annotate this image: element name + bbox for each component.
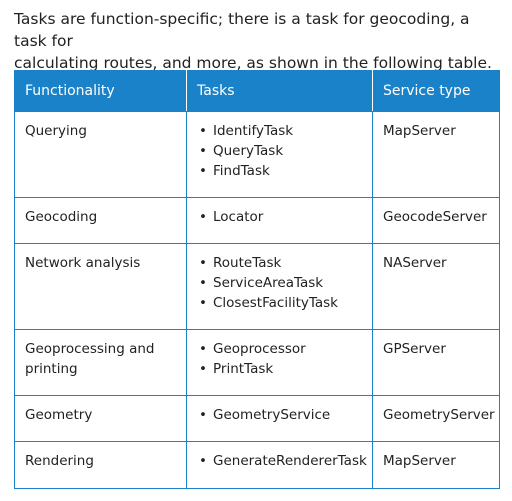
task-list: • IdentifyTask • QueryTask • FindTask (197, 121, 362, 181)
header-tasks: Tasks (186, 70, 373, 112)
task-item: • ServiceAreaTask (197, 273, 362, 293)
service-type-cell: GeometryServer (372, 395, 500, 442)
task-name: ServiceAreaTask (213, 275, 324, 291)
bullet-icon: • (199, 163, 207, 179)
task-list: • RouteTask • ServiceAreaTask • ClosestFaci… (197, 253, 362, 313)
tasks-cell: • Geoprocessor • PrintTask (186, 329, 373, 396)
intro-paragraph: Tasks are function-specific; there is a … (14, 8, 504, 74)
tasks-cell: • IdentifyTask • QueryTask • FindTask (186, 111, 373, 198)
service-type-cell: NAServer (372, 243, 500, 330)
table-row: Geometry • GeometryService GeometryServer (14, 395, 500, 442)
bullet-icon: • (199, 275, 207, 291)
table-row: Geocoding • Locator GeocodeServer (14, 197, 500, 244)
task-name: QueryTask (213, 143, 284, 159)
table-header-row: Functionality Tasks Service type (14, 70, 500, 112)
task-name: IdentifyTask (213, 123, 294, 139)
bullet-icon: • (199, 407, 207, 423)
functionality-cell: Network analysis (14, 243, 187, 330)
functionality-cell: Geocoding (14, 197, 187, 244)
task-name: RouteTask (213, 255, 282, 271)
task-item: • GeometryService (197, 405, 362, 425)
bullet-icon: • (199, 453, 207, 469)
task-list: • GeometryService (197, 405, 362, 425)
task-name: GeometryService (213, 407, 331, 423)
intro-line-1: Tasks are function-specific; there is a … (14, 10, 470, 50)
task-item: • IdentifyTask (197, 121, 362, 141)
task-list: • GenerateRendererTask (197, 451, 367, 471)
table-row: Querying • IdentifyTask • QueryTask • FindT… (14, 111, 500, 198)
task-item: • QueryTask (197, 141, 362, 161)
task-item: • FindTask (197, 161, 362, 181)
header-functionality: Functionality (14, 70, 187, 112)
task-name: FindTask (213, 163, 270, 179)
tasks-cell: • Locator (186, 197, 373, 244)
task-name: ClosestFacilityTask (213, 295, 338, 311)
bullet-icon: • (199, 143, 207, 159)
intro-line-2: calculating routes, and more, as shown i… (14, 54, 492, 72)
functionality-cell: Querying (14, 111, 187, 198)
bullet-icon: • (199, 341, 207, 357)
task-item: • GenerateRendererTask (197, 451, 367, 471)
bullet-icon: • (199, 209, 207, 225)
bullet-icon: • (199, 295, 207, 311)
task-item: • Geoprocessor (197, 339, 362, 359)
header-service-type: Service type (372, 70, 500, 112)
task-name: PrintTask (213, 361, 274, 377)
task-list: • Locator (197, 207, 362, 227)
service-type-cell: MapServer (372, 111, 500, 198)
task-name: GenerateRendererTask (213, 453, 367, 469)
task-name: Geoprocessor (213, 341, 306, 357)
task-item: • PrintTask (197, 359, 362, 379)
tasks-table: Functionality Tasks Service type Queryin… (14, 70, 500, 489)
table-row: Network analysis • RouteTask • ServiceArea… (14, 243, 500, 330)
tasks-cell: • GenerateRendererTask (186, 441, 373, 489)
task-name: Locator (213, 209, 264, 225)
service-type-cell: GPServer (372, 329, 500, 396)
functionality-cell: Rendering (14, 441, 187, 489)
tasks-cell: • RouteTask • ServiceAreaTask • ClosestFaci… (186, 243, 373, 330)
bullet-icon: • (199, 361, 207, 377)
task-item: • Locator (197, 207, 362, 227)
service-type-cell: MapServer (372, 441, 500, 489)
bullet-icon: • (199, 123, 207, 139)
table-row: Rendering • GenerateRendererTask MapServe… (14, 441, 500, 489)
tasks-cell: • GeometryService (186, 395, 373, 442)
task-list: • Geoprocessor • PrintTask (197, 339, 362, 379)
task-item: • ClosestFacilityTask (197, 293, 362, 313)
functionality-cell: Geoprocessing and printing (14, 329, 187, 396)
task-item: • RouteTask (197, 253, 362, 273)
bullet-icon: • (199, 255, 207, 271)
functionality-cell: Geometry (14, 395, 187, 442)
table-row: Geoprocessing and printing • Geoprocessor… (14, 329, 500, 396)
service-type-cell: GeocodeServer (372, 197, 500, 244)
